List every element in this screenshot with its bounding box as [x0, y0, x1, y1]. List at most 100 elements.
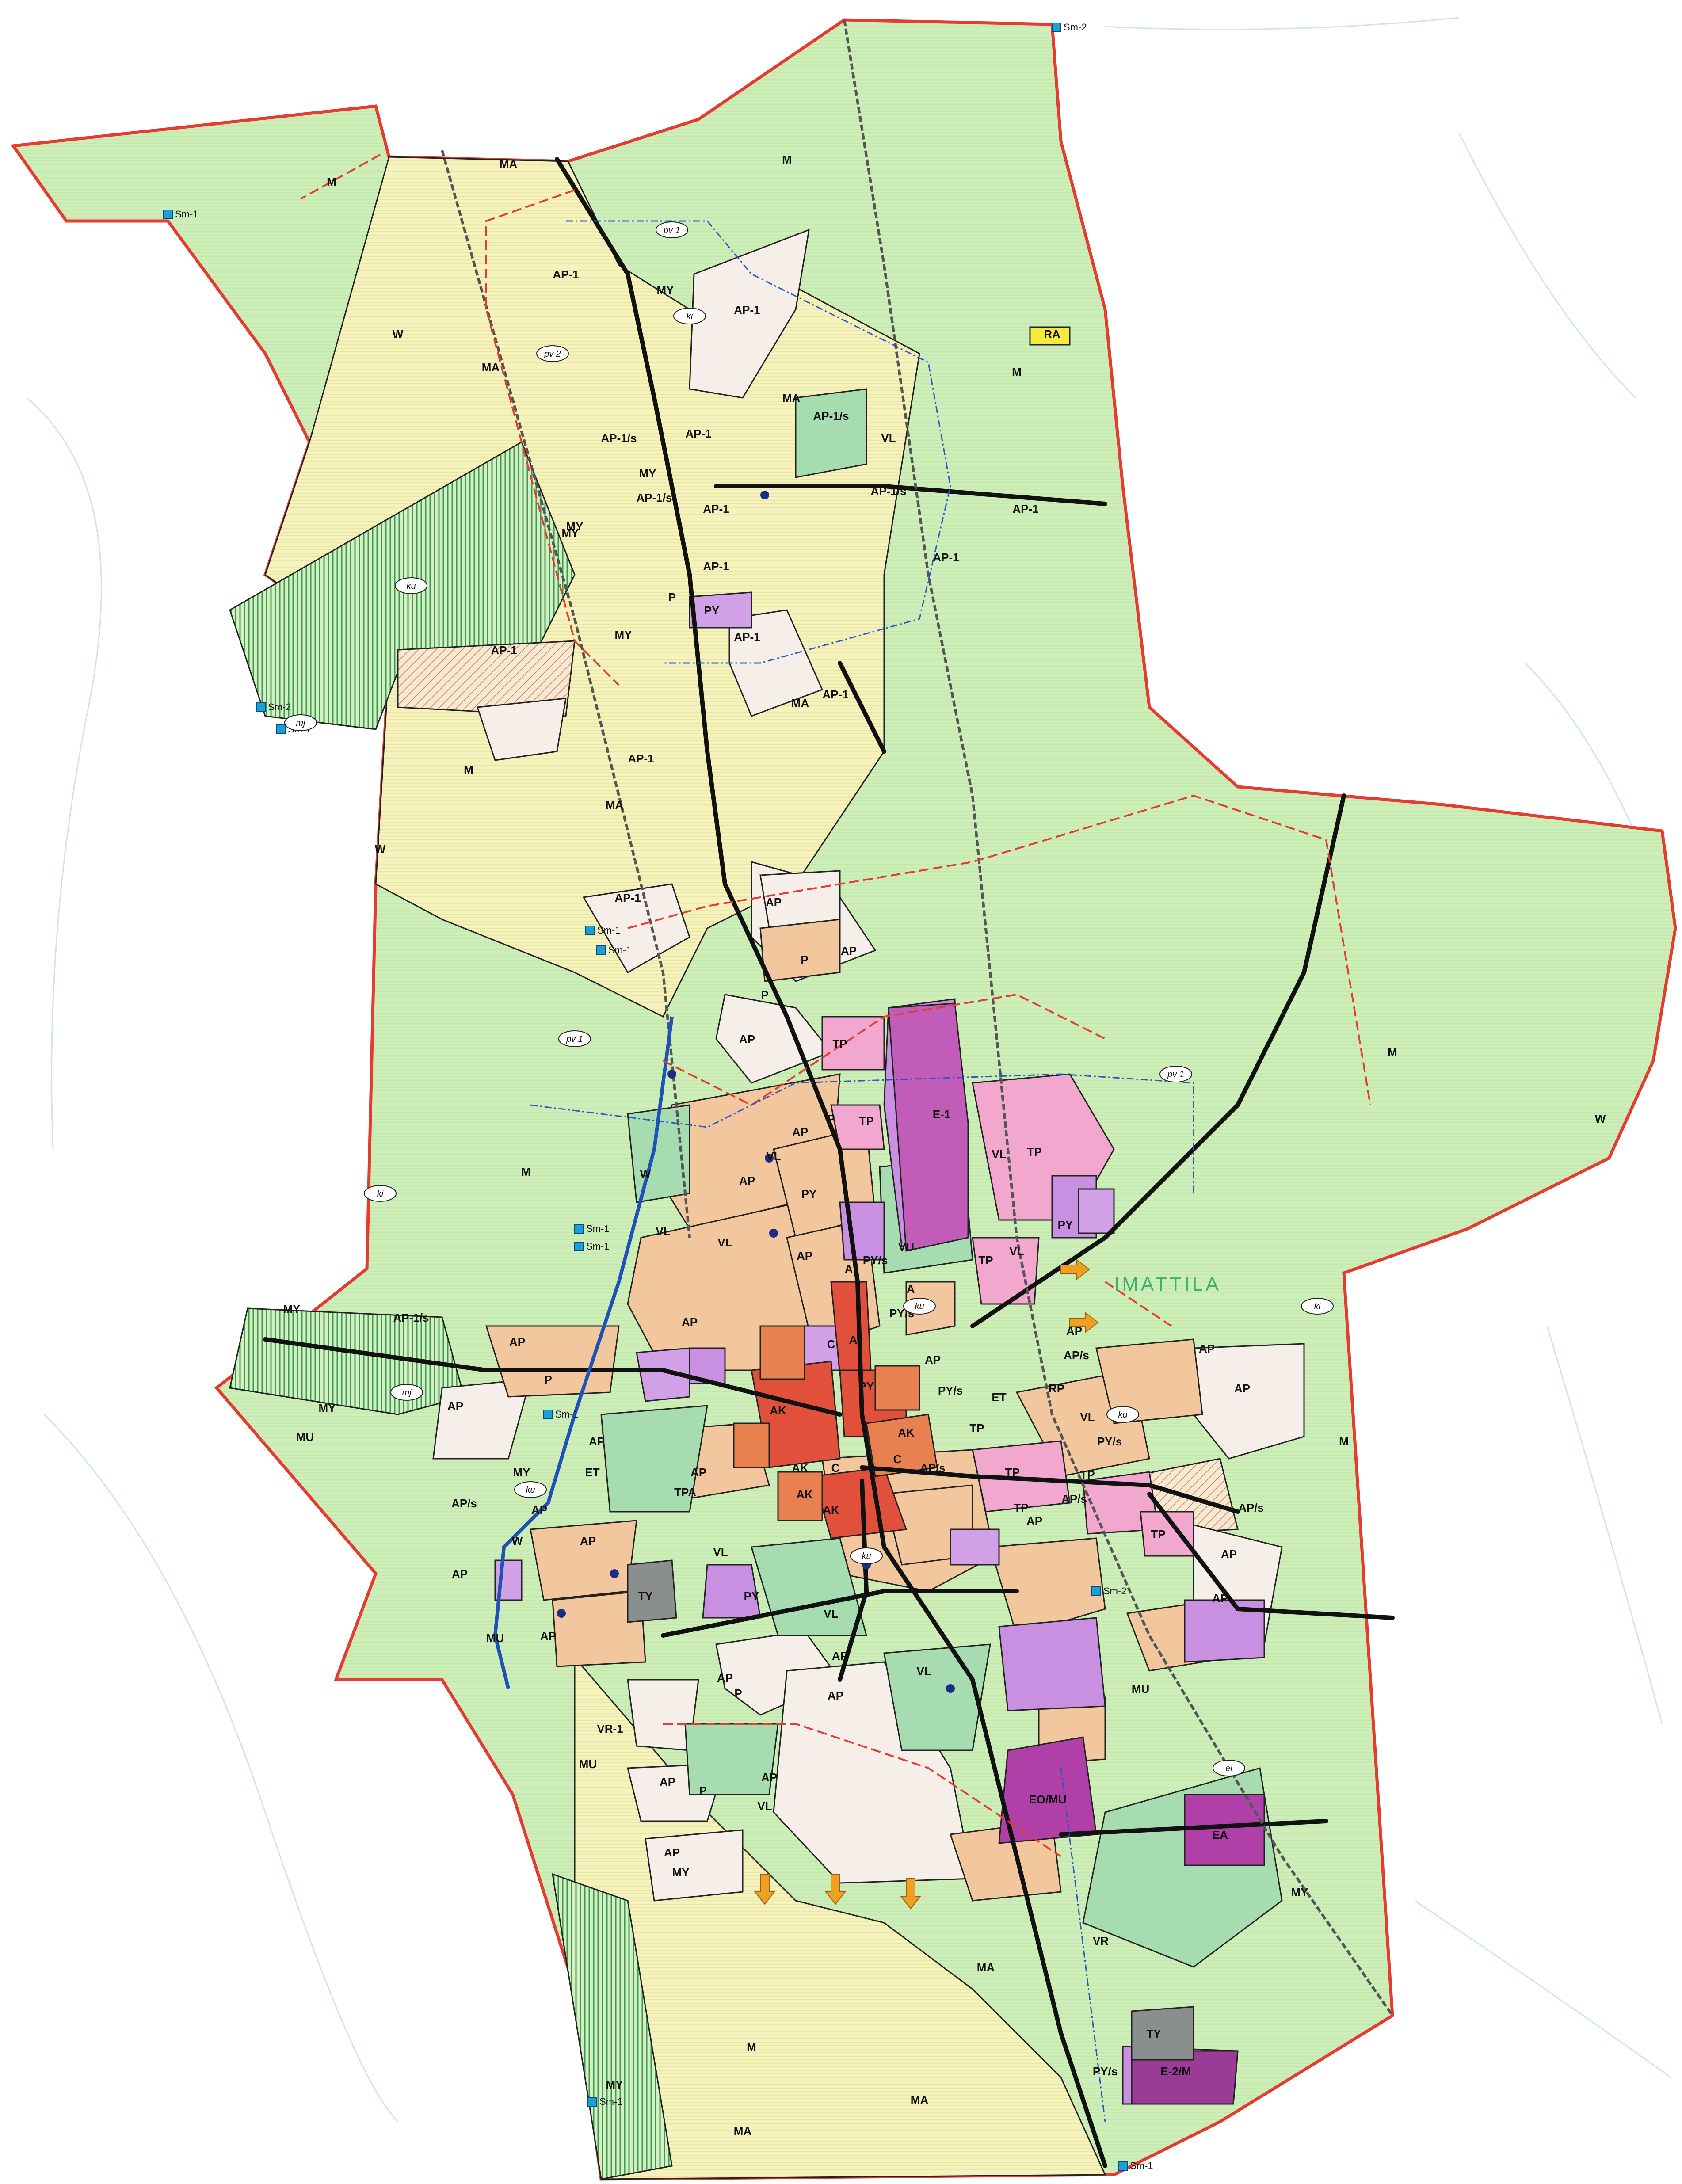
- zone-label: VL: [881, 431, 896, 445]
- zone-label: AK: [898, 1426, 915, 1439]
- zone-label: AP: [797, 1249, 812, 1262]
- zone-label: AP: [739, 1033, 755, 1046]
- line-badge-oval: [1213, 1760, 1245, 1776]
- zone-label: AP: [1199, 1342, 1215, 1355]
- zone-label: MU: [486, 1631, 504, 1645]
- line-badge-oval: [903, 1298, 936, 1315]
- zone-label: M: [782, 153, 792, 166]
- line-badge-oval: [656, 221, 688, 238]
- zone-label: W: [1595, 1112, 1606, 1125]
- zone-label: PY/s: [863, 1254, 888, 1267]
- railway: [441, 19, 1394, 2016]
- landmarks: [557, 491, 955, 1693]
- zone-label: MA: [606, 798, 624, 812]
- zone-label: MU: [579, 1757, 597, 1771]
- zone-label: TP: [1027, 1145, 1041, 1159]
- line-badge-label: mj: [402, 1388, 412, 1398]
- zone-label: AP: [925, 1353, 941, 1366]
- zone-label: AP: [717, 1671, 733, 1685]
- zone-label: P: [734, 1687, 742, 1700]
- zone-label: AP: [761, 1771, 777, 1784]
- line-badge-label: pv 1: [1167, 1070, 1184, 1079]
- zone-label: AP: [841, 944, 857, 957]
- zone-label: P: [827, 1112, 835, 1125]
- zone-label: MY: [606, 2078, 623, 2091]
- place-name-label: IMATTILA: [1114, 1273, 1221, 1295]
- line-badge-oval: [364, 1185, 397, 1202]
- zone-label: AP: [1066, 1324, 1082, 1338]
- zone-label: AP/s: [1238, 1501, 1264, 1514]
- zone-label: M: [747, 2040, 756, 2054]
- zone-label: MA: [782, 392, 801, 405]
- zone-label: AP: [580, 1534, 596, 1547]
- zone-label: AP-1/s: [813, 409, 849, 423]
- line-badge-oval: [284, 714, 317, 731]
- zone-label: RP: [1049, 1382, 1064, 1395]
- zone-label: AP: [792, 1125, 808, 1139]
- line-badge-label: mj: [296, 718, 305, 728]
- zone-labels: MMMMMMMMMAMAMAMAMAMAMAMAAP-1AP-1AP-1AP-1…: [283, 153, 1606, 2138]
- zone-label: TY: [638, 1589, 652, 1603]
- planning-boundaries: [300, 154, 1371, 1857]
- site-marker-icon: [1118, 2161, 1128, 2171]
- line-badge-oval: [390, 1384, 423, 1401]
- zone-label: PY/s: [938, 1384, 963, 1397]
- zone-label: P: [699, 1784, 706, 1797]
- line-badge-oval: [850, 1547, 883, 1564]
- zone-label: PY: [801, 1187, 817, 1201]
- e-areas: [888, 1002, 1265, 2105]
- zone-label: MA: [734, 2124, 752, 2138]
- zone-label: ET: [992, 1391, 1006, 1404]
- line-badge-label: ki: [687, 312, 693, 321]
- growth-arrows: [754, 1258, 1099, 1910]
- zone-label: PY/s: [1097, 1435, 1122, 1448]
- line-badge-oval: [395, 577, 427, 594]
- line-badge-oval: [514, 1481, 547, 1498]
- line-badge-label: ku: [915, 1302, 924, 1311]
- zone-label: AP: [1212, 1592, 1228, 1605]
- zone-label: MY: [283, 1302, 301, 1315]
- road-network: [263, 157, 1395, 2168]
- zone-label: AK: [792, 1461, 809, 1475]
- zone-label: TP: [978, 1254, 993, 1267]
- zone-label: AP: [766, 896, 782, 909]
- zone-label: AP-1: [703, 560, 729, 573]
- site-marker-icon: [276, 724, 286, 734]
- site-marker-label: Sm-1: [586, 1241, 610, 1252]
- zone-label: VL: [656, 1225, 670, 1238]
- zone-label: M: [1012, 365, 1022, 378]
- site-marker-icon: [1091, 1586, 1101, 1596]
- zone-label: ET: [585, 1466, 599, 1479]
- zone-label: PY: [744, 1589, 759, 1603]
- site-marker-icon: [163, 210, 173, 219]
- zone-label: VL: [824, 1607, 838, 1620]
- zone-label: P: [544, 1373, 552, 1386]
- zone-label: AP-1/s: [637, 491, 672, 504]
- zone-label: EO/MU: [1029, 1793, 1066, 1806]
- zone-label: AP-1: [628, 752, 654, 765]
- zone-label: EA: [1212, 1828, 1228, 1841]
- zone-label: P: [761, 988, 768, 1002]
- zone-label: AP-1/s: [871, 484, 907, 498]
- zone-label: AP-1: [703, 502, 729, 515]
- zone-label: E-2/M: [1160, 2065, 1191, 2078]
- zone-label: E-1: [933, 1108, 950, 1121]
- zone-label: AP-1: [734, 630, 760, 644]
- ty-areas: [627, 1559, 1194, 2061]
- site-marker-label: Sm-1: [599, 2096, 623, 2107]
- site-marker-label: Sm-2: [1064, 22, 1087, 33]
- zone-label: W: [375, 842, 386, 856]
- site-marker-label: Sm-2: [1103, 1586, 1127, 1597]
- line-badge-label: ki: [1314, 1302, 1321, 1311]
- zone-label: AK: [770, 1404, 786, 1417]
- zone-label: AK: [796, 1488, 813, 1501]
- line-badge-label: ki: [377, 1189, 384, 1199]
- zone-label: AP: [1221, 1547, 1237, 1561]
- line-badge-label: ku: [406, 581, 416, 591]
- zone-label: AP/s: [451, 1497, 477, 1510]
- zone-label: AP: [452, 1567, 468, 1581]
- zone-label: AP: [690, 1466, 706, 1479]
- zone-label: VL: [992, 1147, 1006, 1161]
